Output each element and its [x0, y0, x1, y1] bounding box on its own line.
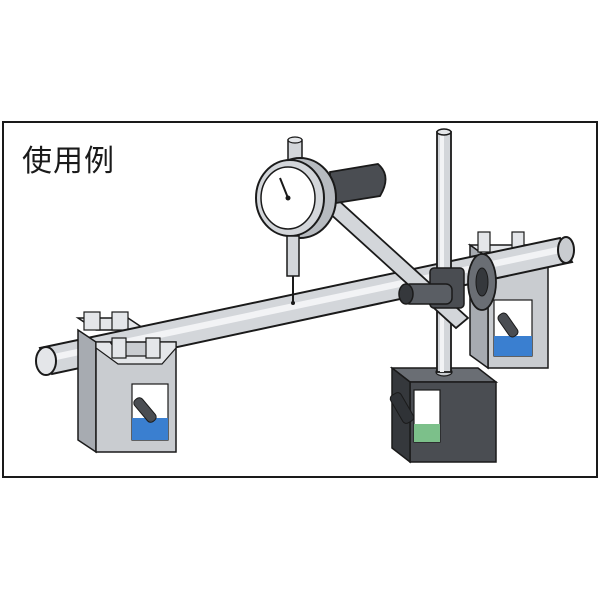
toggle-lever-icon [497, 312, 519, 338]
magnetic-base [389, 366, 499, 464]
clamp [398, 253, 497, 311]
toggle-lever-icon [389, 392, 415, 424]
stand-post [436, 128, 452, 373]
diagram-caption: 使用例 [22, 144, 115, 179]
v-block-magnet-left [77, 328, 177, 454]
dial-indicator-icon [255, 136, 387, 305]
toggle-lever-icon [133, 397, 157, 423]
